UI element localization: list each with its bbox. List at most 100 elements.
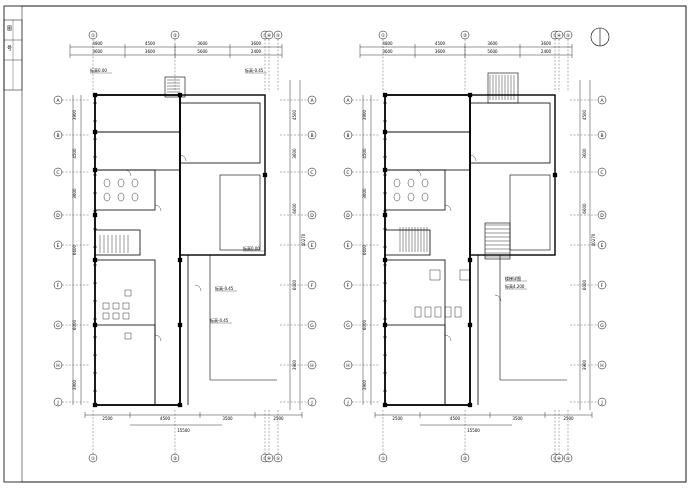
axis-bubble-right: [597, 320, 607, 330]
stair-room: [384, 229, 431, 256]
elevation-callout: 标高-0.45: [245, 67, 264, 73]
toilet-fixture-icon: [421, 178, 429, 188]
axis-bubble-label: E: [57, 243, 60, 249]
axis-bubble-label: C: [310, 170, 313, 176]
dim-label-top-inner: 3600: [382, 49, 393, 54]
column-icon: [382, 257, 388, 263]
room-north-1: [384, 94, 471, 133]
sink-fixture-icon: [102, 312, 110, 320]
dim-label-right: 6600: [582, 203, 587, 214]
sheet-inner-border: [21, 5, 687, 483]
toilet-fixture-icon: [407, 192, 415, 202]
axis-bubble-label: B: [310, 133, 313, 139]
south-hall: [384, 259, 446, 406]
toilet-fixture-icon: [407, 178, 415, 188]
sink-fixture-icon: [102, 302, 110, 310]
plan-left: ①①②②③③④④⑤⑤480045003600360036003600560024…: [53, 30, 317, 463]
dim-label-left: 3600: [72, 188, 77, 199]
axis-bubble-label: ⑤: [276, 33, 280, 39]
elevation-callout: 标高0.00: [90, 67, 107, 73]
stair-room: [94, 229, 141, 256]
dim-label-top-inner: 3600: [92, 49, 103, 54]
axis-bubble-label: H: [56, 363, 59, 369]
door-swing: [194, 284, 202, 292]
axis-bubble-label: A: [600, 98, 604, 104]
axis-bubble-label: F: [311, 283, 314, 289]
axis-bubble-right: [597, 167, 607, 177]
south-room: [94, 324, 156, 406]
door-swing: [469, 154, 477, 162]
axis-bubble-right: [307, 360, 317, 370]
axis-bubble-label: ②: [173, 33, 177, 39]
dim-label-right: 4500: [582, 109, 587, 120]
dim-label-right: 3600: [292, 148, 297, 159]
dim-label-top-inner: 2400: [541, 49, 552, 54]
axis-bubble-right: [597, 95, 607, 105]
axis-bubble-label: ④: [267, 456, 271, 462]
axis-bubble-label: ④: [557, 456, 561, 462]
desk-fixture-icon: [414, 306, 422, 318]
dim-label-top: 4500: [145, 41, 156, 46]
dim-label-top: 4500: [435, 41, 446, 46]
axis-bubble-label: F: [601, 283, 604, 289]
sink-fixture-icon: [124, 332, 132, 340]
toilet-fixture-icon: [131, 178, 139, 188]
column-icon: [467, 257, 473, 263]
axis-bubble-label: B: [600, 133, 603, 139]
dim-label-right: 4500: [292, 109, 297, 120]
column-icon: [382, 167, 388, 173]
dim-label-bottom-total: 15500: [177, 428, 190, 433]
dim-label-top: 3600: [197, 41, 208, 46]
axis-bubble-label: ①: [381, 33, 385, 39]
axis-bubble-label: H: [310, 363, 313, 369]
south-room: [384, 324, 446, 406]
toilet-fixture-icon: [103, 178, 111, 188]
axis-bubble-right: [307, 130, 317, 140]
room-north-2: [94, 131, 181, 171]
dim-label-bottom: 4500: [450, 416, 461, 421]
column-icon: [552, 172, 558, 178]
elevation-callout: 标高-0.45: [215, 285, 234, 291]
dim-label-right-total: 40270: [591, 233, 596, 246]
column-icon: [92, 167, 98, 173]
column-icon: [92, 257, 98, 263]
dim-label-right: 6600: [292, 203, 297, 214]
dim-label-left: 3900: [72, 109, 77, 120]
sink-fixture-icon: [112, 312, 120, 320]
axis-bubble-right: [597, 397, 607, 407]
sink-fixture-icon: [112, 302, 120, 310]
column-icon: [177, 402, 183, 408]
desk-fixture-icon: [444, 306, 452, 318]
dim-label-top: 4800: [92, 41, 103, 46]
axis-bubble-label: A: [56, 98, 60, 104]
door-swing: [444, 334, 452, 342]
toilet-block: [94, 169, 156, 211]
axis-bubble-label: E: [601, 243, 604, 249]
axis-bubble-label: G: [600, 323, 604, 329]
axis-bubble-right: [307, 397, 317, 407]
desk-fixture-icon: [454, 306, 462, 318]
toilet-fixture-icon: [117, 178, 125, 188]
sink-fixture-icon: [122, 312, 130, 320]
entry-stair: [164, 76, 186, 98]
axis-bubble-right: [597, 240, 607, 250]
dim-label-top-inner: 2400: [251, 49, 262, 54]
axis-bubble-label: J: [346, 400, 348, 406]
axis-bubble-right: [307, 240, 317, 250]
toilet-fixture-icon: [117, 192, 125, 202]
axis-bubble-label: ②: [463, 33, 467, 39]
elevation-callout: 标高0.00: [243, 245, 260, 251]
axis-bubble-label: ②: [463, 456, 467, 462]
dim-label-left: 3900: [362, 379, 367, 390]
axis-bubble-label: J: [56, 400, 58, 406]
column-icon: [177, 322, 183, 328]
dim-label-left: 4500: [362, 148, 367, 159]
elevation-callout: 楼梯详图: [505, 275, 521, 281]
room-north-1: [94, 94, 181, 133]
toilet-fixture-icon: [421, 192, 429, 202]
dim-label-right: 6000: [582, 279, 587, 290]
column-icon: [382, 212, 388, 218]
axis-bubble-right: [597, 280, 607, 290]
axis-bubble-label: E: [311, 243, 314, 249]
